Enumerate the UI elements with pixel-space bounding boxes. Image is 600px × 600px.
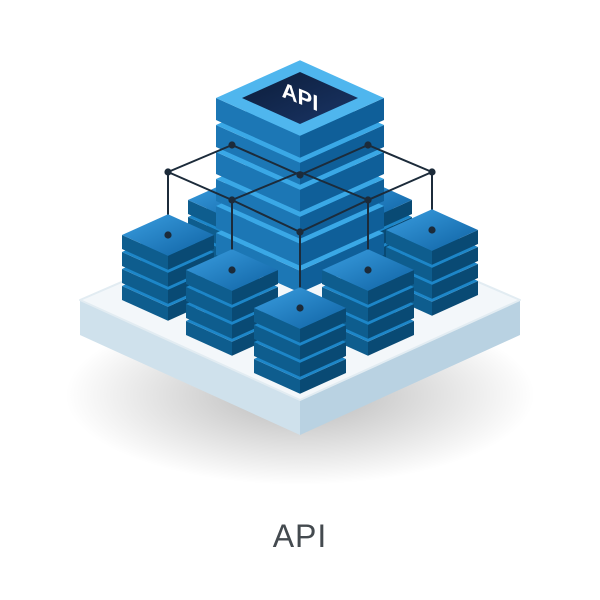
wire-junction-2	[228, 141, 236, 149]
node-stack-far-left-layer-1-right	[168, 235, 214, 270]
node-stack-front-layer-3-left	[254, 342, 300, 377]
wire-junction-8	[296, 171, 304, 179]
node-stack-mid-left-layer-1-right	[232, 270, 278, 305]
wire-junction-1	[164, 168, 172, 176]
wire-junction-4	[428, 168, 436, 176]
wire-junction-7	[296, 228, 304, 236]
node-stack-front-layer-4-right	[300, 359, 346, 394]
node-stack-mid-left-layer-4-left	[186, 321, 232, 356]
server-layer-stack-layer-4-right	[300, 179, 384, 239]
server-layer-stack-layer-1-right	[300, 98, 384, 158]
node-stack-far-right-layer-1-right	[432, 230, 478, 265]
node-stack-mid-left	[186, 249, 278, 356]
node-stack-far-right-port	[428, 226, 436, 234]
node-stack-front-layer-2-left	[254, 325, 300, 360]
api-server-stack	[216, 60, 384, 293]
node-stack-mid-right-port	[364, 266, 372, 274]
node-stack-front-layer-1-right	[300, 308, 346, 343]
node-stack-far-left-layer-4-left	[122, 286, 168, 321]
node-stack-front-layer-2-right	[300, 325, 346, 360]
server-layer-stack-layer-5-right	[300, 206, 384, 266]
node-stack-far-left-layer-2-left	[122, 252, 168, 287]
node-stack-mid-left-port	[228, 266, 236, 274]
node-stack-far-right-layer-3-right	[432, 264, 478, 299]
api-screen-panel	[242, 72, 358, 124]
node-stack-far-right-layer-2-right	[432, 247, 478, 282]
server-layer-stack	[216, 60, 384, 293]
node-stack-front	[254, 287, 346, 394]
server-layer-stack-layer-3-left	[216, 152, 300, 212]
node-stack-mid-right-layer-2-right	[368, 287, 414, 322]
caption: API	[272, 518, 328, 554]
server-layer-stack-layer-2-left	[216, 125, 300, 185]
wire-junction-3	[364, 141, 372, 149]
node-stack-far-left-port	[164, 231, 172, 239]
node-stack-mid-right-layer-4-right	[368, 321, 414, 356]
node-stack-front-layer-3-right	[300, 342, 346, 377]
platform-side-right	[300, 300, 520, 435]
node-stack-mid-left-layer-1-left	[186, 270, 232, 305]
node-stack-mid-left-layer-2-right	[232, 287, 278, 322]
node-stack-front-port	[296, 304, 304, 312]
node-stack-mid-right-layer-3-right	[368, 304, 414, 339]
node-stack-mid-left-layer-3-left	[186, 304, 232, 339]
node-stack-far-right-layer-4-right	[432, 281, 478, 316]
wire-junction-6	[364, 196, 372, 204]
server-layer-stack-layer-4-left	[216, 179, 300, 239]
server-layer-stack-layer-3-right	[300, 152, 384, 212]
api-screen: API	[242, 72, 358, 124]
node-stack-front-layer-1-left	[254, 308, 300, 343]
node-stack-mid-right-layer-2-left	[322, 287, 368, 322]
node-stacks-front	[122, 209, 478, 394]
node-stack-mid-right-layer-1-right	[368, 270, 414, 305]
wire-junction-5	[228, 196, 236, 204]
node-stack-mid-right-layer-1-left	[322, 270, 368, 305]
server-layer-stack-layer-2-right	[300, 125, 384, 185]
node-stack-far-left-layer-3-left	[122, 269, 168, 304]
node-stack-far-left-layer-1-left	[122, 235, 168, 270]
node-stack-far-right-layer-1-left	[386, 230, 432, 265]
node-stack-front-layer-4-left	[254, 359, 300, 394]
server-layer-stack-layer-1-left	[216, 98, 300, 158]
platform-side-left	[80, 300, 300, 435]
node-stack-far-right-layer-2-left	[386, 247, 432, 282]
node-stack-mid-left-layer-2-left	[186, 287, 232, 322]
server-layer-stack-layer-5-left	[216, 206, 300, 266]
